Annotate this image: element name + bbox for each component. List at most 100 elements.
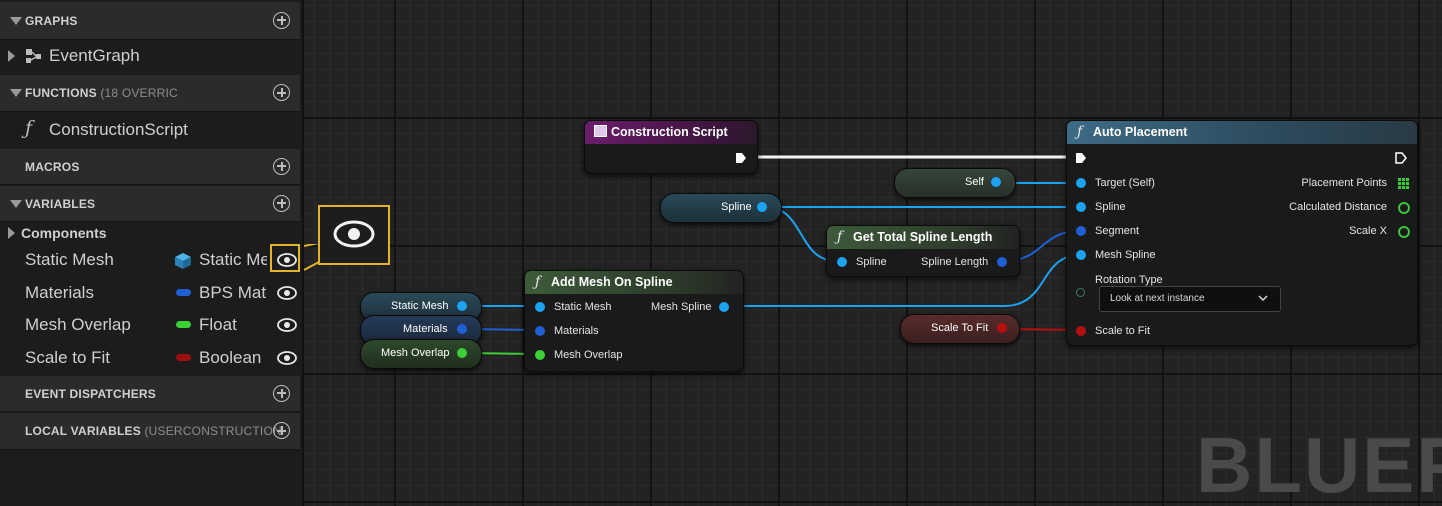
graph-item-eventgraph[interactable]: EventGraph bbox=[0, 40, 300, 72]
pin-label: Segment bbox=[1095, 225, 1140, 237]
input-pin[interactable] bbox=[535, 350, 545, 360]
input-pin[interactable] bbox=[1076, 326, 1086, 336]
blueprint-graph-canvas[interactable]: Construction Script Spline Self Scale To… bbox=[304, 0, 1442, 506]
node-header: ƒ Add Mesh On Spline bbox=[525, 271, 743, 294]
functions-title-text: FUNCTIONS bbox=[25, 86, 97, 100]
mesh-overlap-variable-node[interactable]: Mesh Overlap bbox=[360, 339, 482, 369]
output-pin[interactable] bbox=[991, 177, 1001, 187]
collapse-arrow-icon[interactable] bbox=[10, 199, 22, 208]
node-header: Construction Script bbox=[585, 121, 757, 144]
expand-arrow-icon[interactable] bbox=[8, 227, 15, 239]
my-blueprint-panel: GRAPHS EventGraph FUNCTIONS (18 OVERRIC … bbox=[0, 0, 304, 506]
graphs-title: GRAPHS bbox=[25, 13, 78, 28]
variable-label: Spline bbox=[721, 201, 752, 213]
visibility-eye-icon[interactable] bbox=[277, 285, 297, 301]
output-pin[interactable] bbox=[757, 202, 767, 212]
variable-type: Float bbox=[199, 315, 237, 334]
output-pin[interactable] bbox=[997, 323, 1007, 333]
input-pin[interactable] bbox=[837, 257, 847, 267]
exec-in-pin-icon[interactable] bbox=[1075, 152, 1087, 164]
variable-name: Materials bbox=[25, 283, 94, 302]
rotation-type-dropdown[interactable]: Look at next instance bbox=[1099, 286, 1281, 312]
variable-type: Boolean bbox=[199, 348, 262, 367]
variable-row-mesh-overlap[interactable]: Mesh Overlap Float bbox=[0, 309, 300, 341]
output-pin[interactable] bbox=[457, 301, 467, 311]
auto-placement-node[interactable]: ƒ Auto Placement Target (Self) Spline Se… bbox=[1066, 120, 1418, 346]
array-pin-icon[interactable] bbox=[1398, 178, 1409, 189]
add-macro-icon[interactable] bbox=[273, 157, 290, 175]
output-pin[interactable] bbox=[997, 257, 1007, 267]
get-total-spline-length-node[interactable]: ƒ Get Total Spline Length Spline Spline … bbox=[826, 225, 1020, 277]
variable-type: BPS Materials bbox=[199, 283, 267, 302]
variable-name: Scale to Fit bbox=[25, 348, 111, 367]
collapse-arrow-icon[interactable] bbox=[10, 89, 22, 97]
input-pin[interactable] bbox=[535, 326, 545, 336]
functions-header[interactable]: FUNCTIONS (18 OVERRIC bbox=[0, 75, 300, 112]
pin-label: Materials bbox=[554, 325, 599, 337]
visibility-eye-icon[interactable] bbox=[277, 317, 297, 333]
visibility-eye-icon[interactable] bbox=[277, 350, 297, 366]
exec-out-pin-icon[interactable] bbox=[1395, 152, 1407, 164]
eye-zoom-callout bbox=[318, 205, 390, 265]
callout-connector bbox=[304, 244, 320, 271]
expand-arrow-icon[interactable] bbox=[8, 50, 15, 62]
add-graph-icon[interactable] bbox=[273, 11, 290, 29]
macros-title: MACROS bbox=[25, 159, 80, 174]
input-pin[interactable] bbox=[1076, 250, 1086, 260]
event-icon bbox=[594, 125, 607, 137]
type-color-pill bbox=[176, 321, 191, 328]
local-variables-scope: (USERCONSTRUCTION bbox=[144, 424, 282, 438]
exec-out-pin-icon[interactable] bbox=[735, 152, 747, 164]
self-node[interactable]: Self bbox=[894, 168, 1016, 198]
input-pin[interactable] bbox=[1076, 202, 1086, 212]
variables-header[interactable]: VARIABLES bbox=[0, 186, 300, 222]
construction-script-node[interactable]: Construction Script bbox=[584, 120, 758, 174]
spline-variable-node[interactable]: Spline bbox=[660, 193, 782, 223]
add-mesh-on-spline-node[interactable]: ƒ Add Mesh On Spline Static Mesh Materia… bbox=[524, 270, 744, 372]
output-pin[interactable] bbox=[1398, 202, 1410, 214]
node-title: Construction Script bbox=[611, 125, 728, 139]
variable-name: Mesh Overlap bbox=[25, 315, 131, 334]
variable-label: Scale To Fit bbox=[931, 322, 989, 334]
enum-pin[interactable] bbox=[1076, 288, 1085, 297]
add-event-dispatcher-icon[interactable] bbox=[273, 384, 290, 402]
event-graph-label: EventGraph bbox=[49, 46, 140, 65]
visibility-eye-icon[interactable] bbox=[277, 252, 297, 268]
add-function-icon[interactable] bbox=[273, 84, 290, 101]
output-pin[interactable] bbox=[457, 348, 467, 358]
collapse-arrow-icon[interactable] bbox=[10, 16, 22, 25]
local-variables-title: LOCAL VARIABLES (USERCONSTRUCTION bbox=[25, 424, 282, 438]
output-pin[interactable] bbox=[1398, 226, 1410, 238]
macros-header[interactable]: MACROS bbox=[0, 149, 300, 185]
function-icon: ƒ bbox=[535, 274, 541, 290]
output-pin[interactable] bbox=[457, 324, 467, 334]
scale-to-fit-variable-node[interactable]: Scale To Fit bbox=[900, 314, 1020, 344]
input-pin[interactable] bbox=[1076, 178, 1086, 188]
input-pin[interactable] bbox=[1076, 226, 1086, 236]
output-pin[interactable] bbox=[719, 302, 729, 312]
pin-label: Mesh Spline bbox=[651, 301, 712, 313]
variable-row-materials[interactable]: Materials BPS Materials bbox=[0, 277, 300, 309]
local-variables-title-text: LOCAL VARIABLES bbox=[25, 424, 141, 438]
variable-name: Static Mesh bbox=[25, 250, 114, 269]
function-item-constructionscript[interactable]: ƒ ConstructionScript bbox=[0, 114, 300, 146]
input-pin[interactable] bbox=[535, 302, 545, 312]
node-title: Add Mesh On Spline bbox=[551, 275, 673, 289]
dropdown-value: Look at next instance bbox=[1110, 293, 1205, 304]
pin-label: Scale X bbox=[1349, 225, 1387, 237]
add-variable-icon[interactable] bbox=[273, 194, 290, 212]
components-label: Components bbox=[21, 225, 107, 241]
type-color-pill bbox=[176, 289, 191, 296]
graphs-header[interactable]: GRAPHS bbox=[0, 2, 300, 40]
local-variables-header[interactable]: LOCAL VARIABLES (USERCONSTRUCTION bbox=[0, 413, 300, 450]
variable-type: Static Mesh bbox=[199, 250, 267, 269]
eye-highlight-box bbox=[270, 244, 300, 272]
pin-label: Calculated Distance bbox=[1289, 201, 1387, 213]
variable-row-static-mesh[interactable]: Static Mesh Static Mesh bbox=[0, 244, 300, 276]
components-category[interactable]: Components bbox=[0, 222, 300, 244]
pin-label: Static Mesh bbox=[554, 301, 612, 313]
variable-row-scale-to-fit[interactable]: Scale to Fit Boolean bbox=[0, 342, 300, 374]
add-local-variable-icon[interactable] bbox=[273, 422, 290, 439]
event-dispatchers-header[interactable]: EVENT DISPATCHERS bbox=[0, 376, 300, 412]
blueprint-watermark: BLUEPR bbox=[1196, 421, 1442, 506]
